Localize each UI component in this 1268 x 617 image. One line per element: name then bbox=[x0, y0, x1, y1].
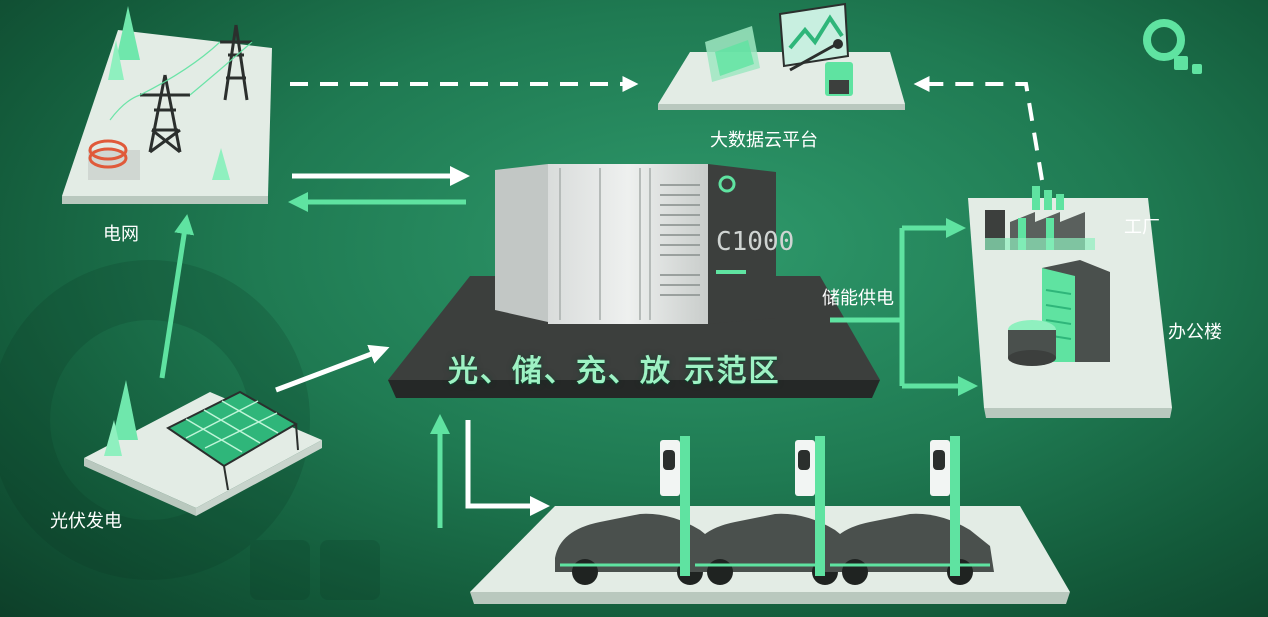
supply-label: 储能供电 bbox=[822, 284, 894, 310]
cloud-platform-label: 大数据云平台 bbox=[710, 126, 818, 152]
storage-to-charging-arrow bbox=[468, 420, 542, 506]
cloud-platform-panel bbox=[658, 4, 905, 110]
grid-label: 电网 bbox=[103, 220, 139, 246]
factory-to-cloud-arrow bbox=[920, 84, 1042, 180]
demo-zone-title: 光、储、充、放 示范区 bbox=[448, 346, 780, 390]
server-container-icon: C1000 bbox=[495, 164, 794, 324]
office-label: 办公楼 bbox=[1168, 318, 1222, 344]
grid-panel bbox=[62, 6, 272, 204]
logo-icon bbox=[1147, 23, 1202, 74]
solar-label: 光伏发电 bbox=[50, 507, 122, 533]
factory-label: 工厂 bbox=[1124, 213, 1160, 239]
container-code-text: C1000 bbox=[716, 227, 794, 257]
